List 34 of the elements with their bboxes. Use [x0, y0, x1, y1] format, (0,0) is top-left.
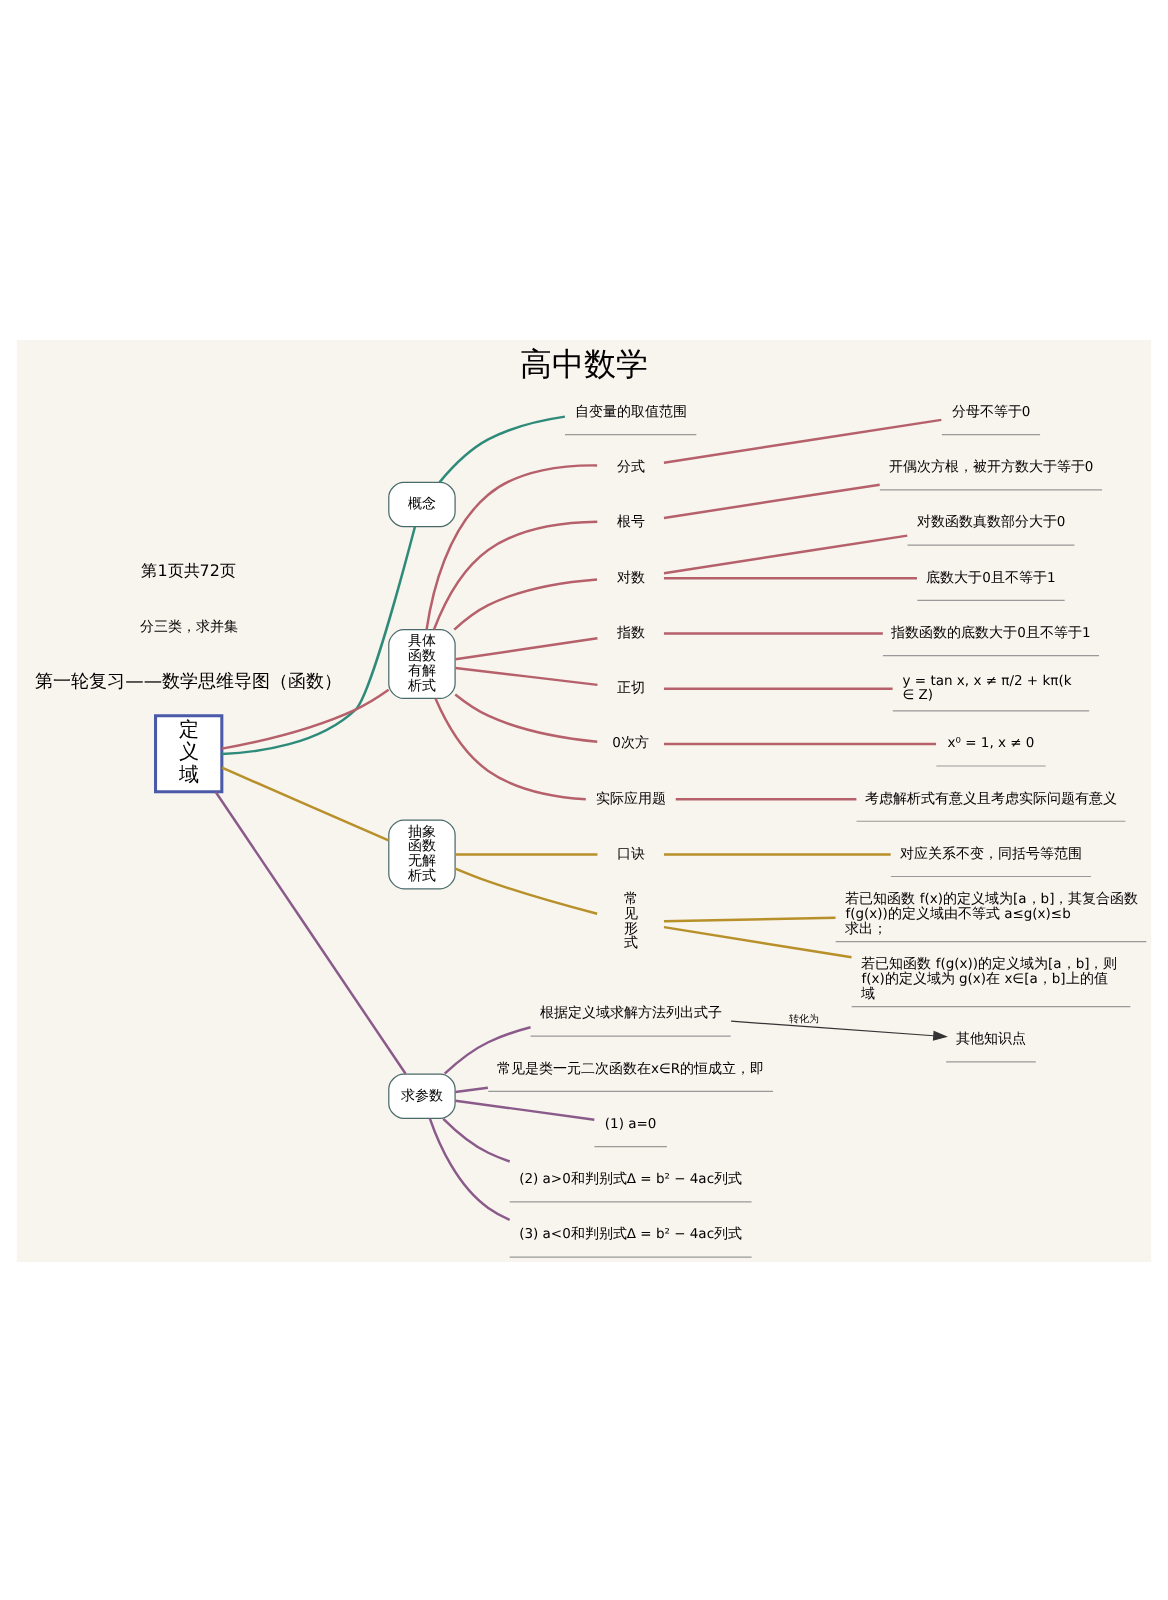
connector — [663, 631, 883, 634]
connector — [214, 790, 407, 1074]
connector — [221, 525, 417, 755]
label: 第一轮复习——数学思维导图（函数） — [35, 669, 343, 692]
connector — [455, 1098, 595, 1120]
connector — [221, 765, 390, 841]
arrow — [730, 1019, 948, 1040]
connector — [663, 417, 942, 463]
connector — [432, 519, 598, 630]
connector — [453, 577, 598, 630]
connector — [663, 915, 836, 922]
node-box: 定义域 — [154, 713, 224, 793]
connector — [221, 687, 390, 749]
connector — [428, 1117, 511, 1220]
connector — [663, 852, 891, 855]
connector — [663, 924, 852, 958]
connector — [442, 1116, 511, 1162]
connector — [454, 692, 598, 743]
connector — [455, 1085, 489, 1093]
connector — [663, 533, 908, 574]
connector — [434, 697, 586, 800]
connector — [455, 852, 598, 855]
connector — [663, 686, 893, 689]
connector — [455, 665, 598, 686]
connector — [443, 1025, 531, 1074]
connector — [454, 866, 598, 914]
diagram-title: 高中数学 — [520, 344, 648, 383]
connector — [438, 414, 566, 483]
connector — [455, 635, 598, 660]
connector — [663, 575, 917, 579]
connector — [663, 741, 937, 745]
connector — [675, 796, 857, 800]
connector — [663, 482, 880, 519]
connector — [425, 463, 598, 629]
